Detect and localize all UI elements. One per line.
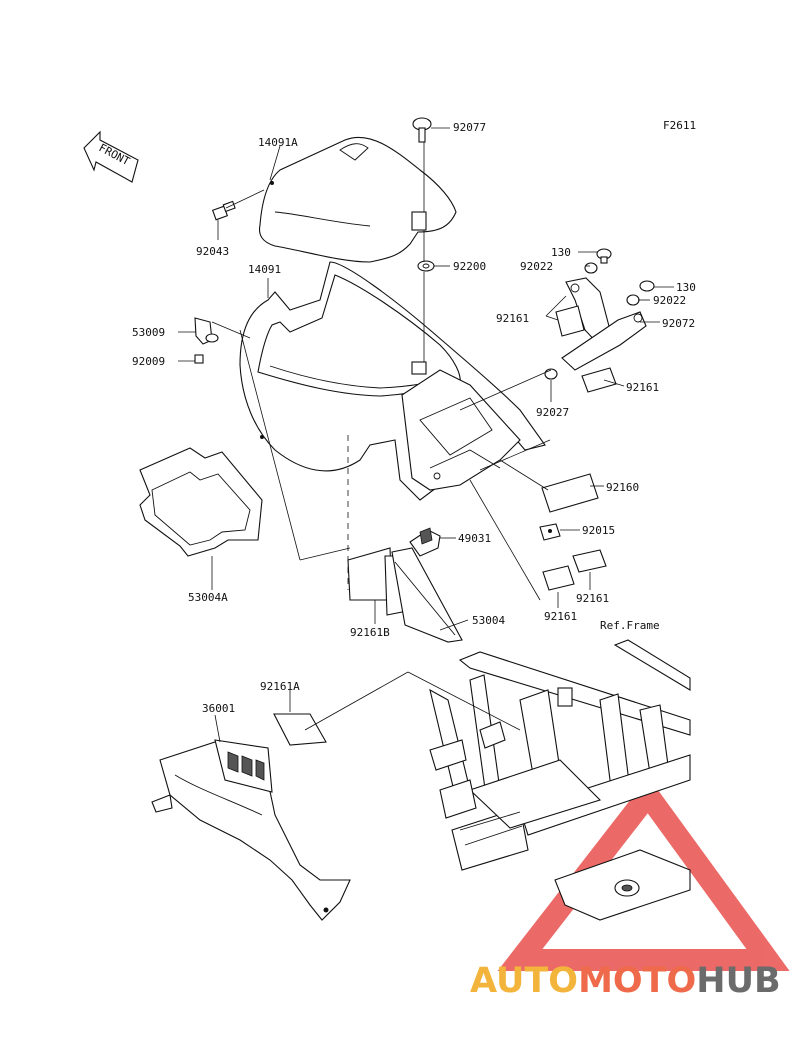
pad-92161-a: [555, 305, 585, 337]
label-49031: 49031: [458, 532, 491, 545]
label-92161-left: 92161: [544, 610, 577, 623]
label-92161-right: 92161: [576, 592, 609, 605]
panel-53004A: [139, 447, 263, 557]
label-92043: 92043: [196, 245, 229, 258]
watermark-part2: MOTO: [578, 961, 696, 1001]
nut-92009: [194, 354, 204, 364]
front-arrow-icon: FRONT: [83, 130, 139, 183]
grommet-92200: [417, 260, 435, 272]
panel-53004: [391, 547, 463, 643]
bracket-53009: [194, 317, 219, 345]
pad-92160: [541, 473, 599, 513]
label-92161A: 92161A: [260, 680, 300, 693]
label-92022-lower: 92022: [653, 294, 686, 307]
watermark-part1: AUTO: [470, 961, 578, 1001]
label-92015: 92015: [582, 524, 615, 537]
label-92027: 92027: [536, 406, 569, 419]
watermark-part3: HUB: [696, 961, 780, 1001]
label-36001: 36001: [202, 702, 235, 715]
pad-92161A: [273, 713, 327, 746]
label-92072: 92072: [662, 317, 695, 330]
label-130-lower: 130: [676, 281, 696, 294]
label-92161B: 92161B: [350, 626, 390, 639]
label-92161-stay: 92161: [626, 381, 659, 394]
washer-92022-lower: [626, 294, 640, 306]
ref-frame-label: Ref.Frame: [600, 619, 660, 632]
washer-92022-upper: [584, 262, 598, 274]
label-14091: 14091: [248, 263, 281, 276]
label-92200: 92200: [453, 260, 486, 273]
bolt-130-lower: [639, 280, 655, 292]
label-14091A: 14091A: [258, 136, 298, 149]
leader-lines: [178, 127, 674, 743]
bolt-130-upper: [596, 248, 612, 264]
frame-ref: [429, 639, 691, 921]
bolt-92077: [412, 117, 432, 143]
pad-92161-c: [542, 565, 575, 591]
mount-49031: [409, 527, 441, 557]
label-53004: 53004: [472, 614, 505, 627]
watermark-logo: AUTOMOTOHUB: [470, 961, 781, 1001]
bolt-92043: [211, 200, 236, 221]
part-labels: 14091A 92077 92043 92200 14091 130 92022…: [132, 121, 696, 715]
label-92160: 92160: [606, 481, 639, 494]
pad-92161-d: [572, 549, 607, 573]
pad-92161-b: [581, 367, 617, 393]
main-cowl: [239, 261, 546, 501]
label-92009: 92009: [132, 355, 165, 368]
label-130-upper: 130: [551, 246, 571, 259]
clip-92015: [539, 523, 561, 541]
upper-cowl: [258, 136, 457, 263]
label-92161-upper: 92161: [496, 312, 529, 325]
duct-36001: [151, 739, 351, 921]
figure-code: F2611: [663, 119, 696, 132]
label-53004A: 53004A: [188, 591, 228, 604]
svg-text:AUTOMOTOHUB: AUTOMOTOHUB: [470, 961, 781, 1001]
label-53009: 53009: [132, 326, 165, 339]
washer-92027: [544, 368, 558, 380]
label-92077: 92077: [453, 121, 486, 134]
label-92022-upper: 92022: [520, 260, 553, 273]
stay-92072: [561, 277, 647, 371]
